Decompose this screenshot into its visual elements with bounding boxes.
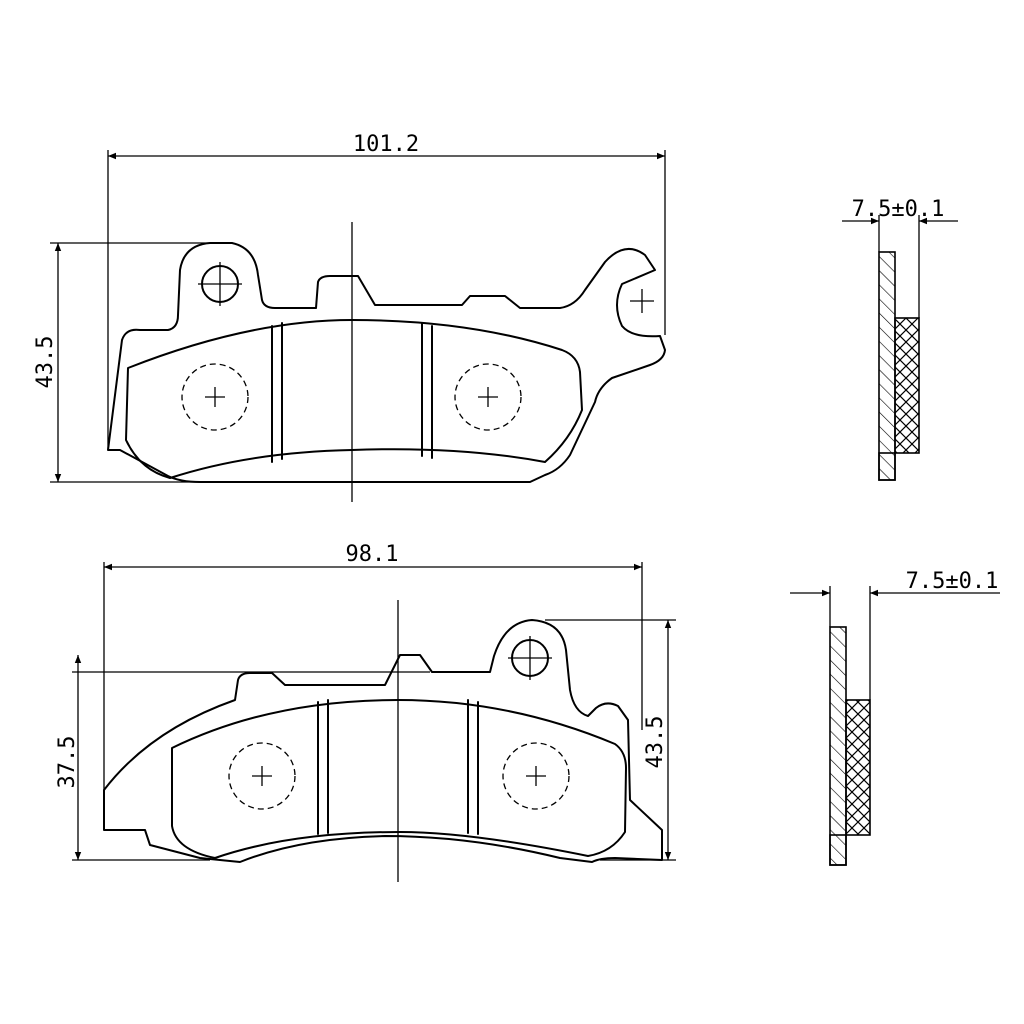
bottom-side-backing-bottom bbox=[829, 834, 847, 866]
top-side-backing-bottom bbox=[878, 452, 896, 481]
top-mount-hole-center bbox=[198, 262, 242, 306]
bottom-side-friction-material bbox=[845, 699, 871, 836]
top-width-label: 101.2 bbox=[353, 132, 419, 157]
top-hook-center bbox=[630, 289, 654, 313]
bottom-left-height-label: 37.5 bbox=[55, 736, 80, 789]
top-side-backing-plate bbox=[878, 251, 896, 481]
bottom-thickness-label: 7.5±0.1 bbox=[906, 569, 999, 594]
top-height-label: 43.5 bbox=[33, 336, 58, 389]
top-pad-front-view: 101.2 43.5 bbox=[33, 132, 666, 502]
top-center-mark-right bbox=[478, 387, 498, 407]
bottom-backing-plate bbox=[103, 619, 663, 863]
top-pad-side-view: 7.5±0.1 bbox=[842, 197, 958, 481]
bottom-center-mark-right bbox=[526, 766, 546, 786]
bottom-side-backing-plate bbox=[829, 626, 847, 866]
bottom-mount-hole-center bbox=[508, 636, 552, 680]
top-side-friction-material bbox=[894, 317, 920, 454]
top-hidden-pin-left bbox=[181, 363, 249, 431]
top-backing-plate bbox=[107, 242, 666, 483]
bottom-pad-front-view: 98.1 37.5 43.5 bbox=[55, 542, 676, 882]
top-center-mark-left bbox=[205, 387, 225, 407]
bottom-friction-pad bbox=[171, 699, 627, 859]
bottom-pad-side-view: 7.5±0.1 bbox=[790, 569, 1000, 866]
bottom-hidden-pin-left bbox=[228, 742, 296, 810]
bottom-hidden-pin-right bbox=[502, 742, 570, 810]
top-thickness-label: 7.5±0.1 bbox=[852, 197, 945, 222]
top-friction-pad bbox=[125, 319, 583, 479]
bottom-center-mark-left bbox=[252, 766, 272, 786]
bottom-right-height-label: 43.5 bbox=[643, 716, 668, 769]
top-hidden-pin-right bbox=[454, 363, 522, 431]
bottom-width-label: 98.1 bbox=[346, 542, 399, 567]
